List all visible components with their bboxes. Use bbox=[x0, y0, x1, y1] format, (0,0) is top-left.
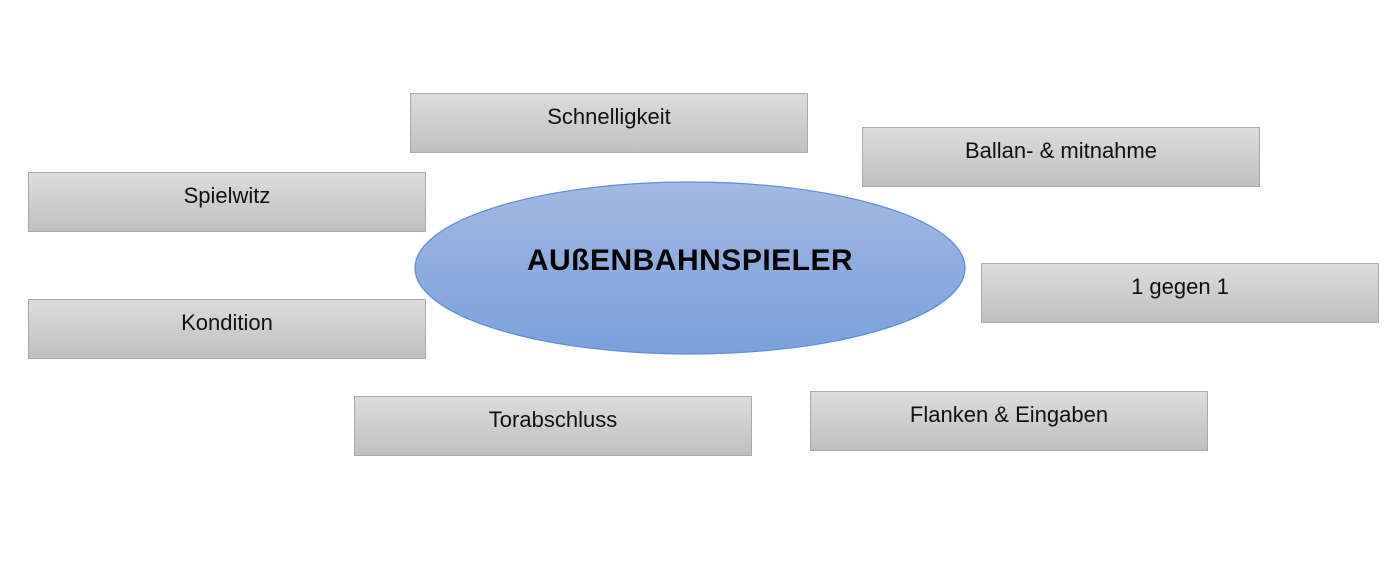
node-torabschluss: Torabschluss bbox=[354, 396, 752, 456]
node-1-gegen-1: 1 gegen 1 bbox=[981, 263, 1379, 323]
node-ballan-mitnahme: Ballan- & mitnahme bbox=[862, 127, 1260, 187]
node-spielwitz: Spielwitz bbox=[28, 172, 426, 232]
center-label: AUßENBAHNSPIELER bbox=[526, 244, 854, 277]
node-flanken-eingaben: Flanken & Eingaben bbox=[810, 391, 1208, 451]
node-schnelligkeit: Schnelligkeit bbox=[410, 93, 808, 153]
node-kondition: Kondition bbox=[28, 299, 426, 359]
